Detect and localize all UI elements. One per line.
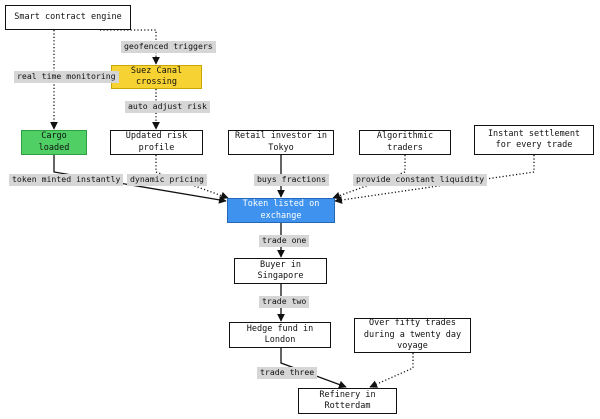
edge-label-trade-one: trade one <box>259 235 310 247</box>
edge-hedge-to-refinery <box>280 348 347 389</box>
edge-risk-to-token <box>155 155 229 200</box>
node-buyer-singapore: Buyer in Singapore <box>234 258 327 284</box>
node-cargo-loaded: Cargo loaded <box>21 130 87 155</box>
edge-label-trade-three: trade three <box>257 367 318 379</box>
edge-cargo-to-token <box>53 155 227 204</box>
node-hedge-fund-london: Hedge fund in London <box>229 322 331 348</box>
node-refinery-rotterdam: Refinery in Rotterdam <box>298 388 397 414</box>
edge-fifty-to-refinery <box>369 353 414 388</box>
edge-label-token-minted-instantly: token minted instantly <box>9 174 124 186</box>
edge-algo-to-token <box>332 155 406 200</box>
node-smart-contract-engine: Smart contract engine <box>5 5 131 30</box>
edge-label-auto-adjust-risk: auto adjust risk <box>125 101 210 113</box>
node-suez-canal-crossing: Suez Canal crossing <box>111 65 202 89</box>
edge-label-real-time-monitoring: real time monitoring <box>14 71 119 83</box>
edge-label-trade-two: trade two <box>259 296 310 308</box>
edge-label-buys-fractions: buys fractions <box>254 174 330 186</box>
edge-instant-to-token <box>334 155 535 204</box>
node-instant-settlement: Instant settlement for every trade <box>474 125 594 155</box>
edge-label-geofenced-triggers: geofenced triggers <box>121 41 216 53</box>
node-updated-risk-profile: Updated risk profile <box>110 130 203 155</box>
node-token-listed-on-exchange: Token listed on exchange <box>227 198 335 223</box>
edge-label-dynamic-pricing: dynamic pricing <box>127 174 207 186</box>
edge-label-provide-constant-liquidity: provide constant liquidity <box>353 174 488 186</box>
node-retail-investor-tokyo: Retail investor in Tokyo <box>228 130 334 155</box>
node-over-fifty-trades: Over fifty trades during a twenty day vo… <box>354 318 471 353</box>
node-algorithmic-traders: Algorithmic traders <box>359 130 451 155</box>
